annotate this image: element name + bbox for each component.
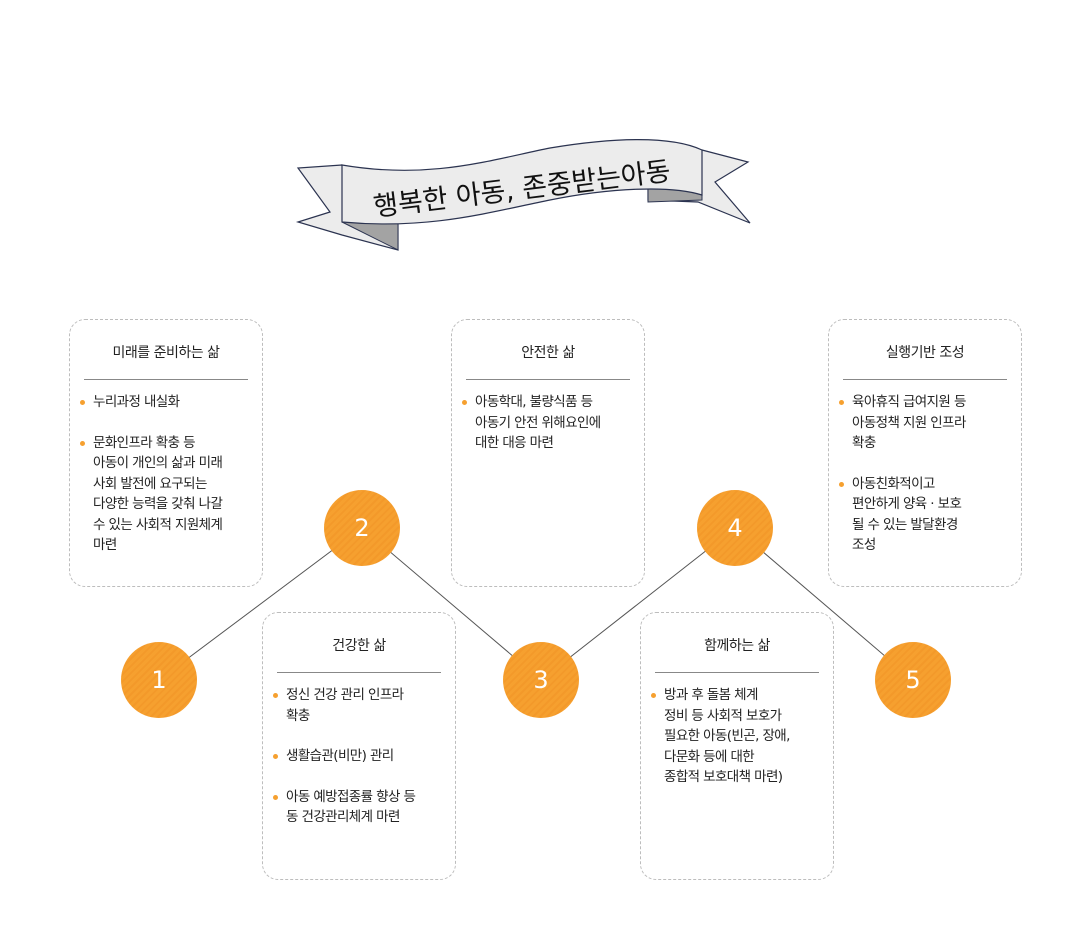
list-item: 육아휴직 급여지원 등 아동정책 지원 인프라 확충 [839,392,1009,454]
list-item: 아동 예방접종률 향상 등 동 건강관리체계 마련 [273,787,443,828]
list-item: 방과 후 돌봄 체계 정비 등 사회적 보호가 필요한 아동(빈곤, 장애, 다… [651,685,821,788]
bullet-icon [462,400,467,405]
divider [655,672,819,673]
bullet-icon [839,481,844,487]
node-2-card: 건강한 삶 정신 건강 관리 인프라 확충 생활습관(비만) 관리 아동 예방접… [262,612,456,880]
node-2-circle: 2 [324,490,400,566]
list-item: 생활습관(비만) 관리 [273,746,443,767]
list-item: 문화인프라 확충 등 아동이 개인의 삶과 미래 사회 발전에 요구되는 다양한… [80,433,250,556]
node-3-card: 안전한 삶 아동학대, 불량식품 등 아동기 안전 위해요인에 대한 대응 마련 [451,319,645,587]
bullet-icon [273,754,278,759]
divider [84,379,248,380]
node-3-circle: 3 [503,642,579,718]
list-item: 정신 건강 관리 인프라 확충 [273,685,443,726]
node-4-circle: 4 [697,490,773,566]
bullet-icon [651,693,656,698]
card-title: 안전한 삶 [521,345,575,361]
list-item: 아동학대, 불량식품 등 아동기 안전 위해요인에 대한 대응 마련 [462,392,632,454]
node-4-card: 함께하는 삶 방과 후 돌봄 체계 정비 등 사회적 보호가 필요한 아동(빈곤… [640,612,834,880]
divider [277,672,441,673]
bullet-icon [80,400,85,405]
node-5-card: 실행기반 조성 육아휴직 급여지원 등 아동정책 지원 인프라 확충 아동친화적… [828,319,1022,587]
bullet-icon [80,440,85,446]
card-title: 함께하는 삶 [704,638,770,654]
node-1-card: 미래를 준비하는 삶 누리과정 내실화 문화인프라 확충 등 아동이 개인의 삶… [69,319,263,587]
title-ribbon: 행복한 아동, 존중받는아동 [295,139,751,251]
list-item: 누리과정 내실화 [80,392,250,413]
card-title: 건강한 삶 [332,638,386,654]
node-5-circle: 5 [875,642,951,718]
list-item: 아동친화적이고 편안하게 양육 · 보호 될 수 있는 발달환경 조성 [839,474,1009,556]
node-1-circle: 1 [121,642,197,718]
bullet-icon [839,400,844,405]
divider [843,379,1007,380]
card-title: 실행기반 조성 [885,345,965,361]
divider [466,379,630,380]
bullet-icon [273,693,278,698]
bullet-icon [273,794,278,800]
card-title: 미래를 준비하는 삶 [112,345,220,361]
